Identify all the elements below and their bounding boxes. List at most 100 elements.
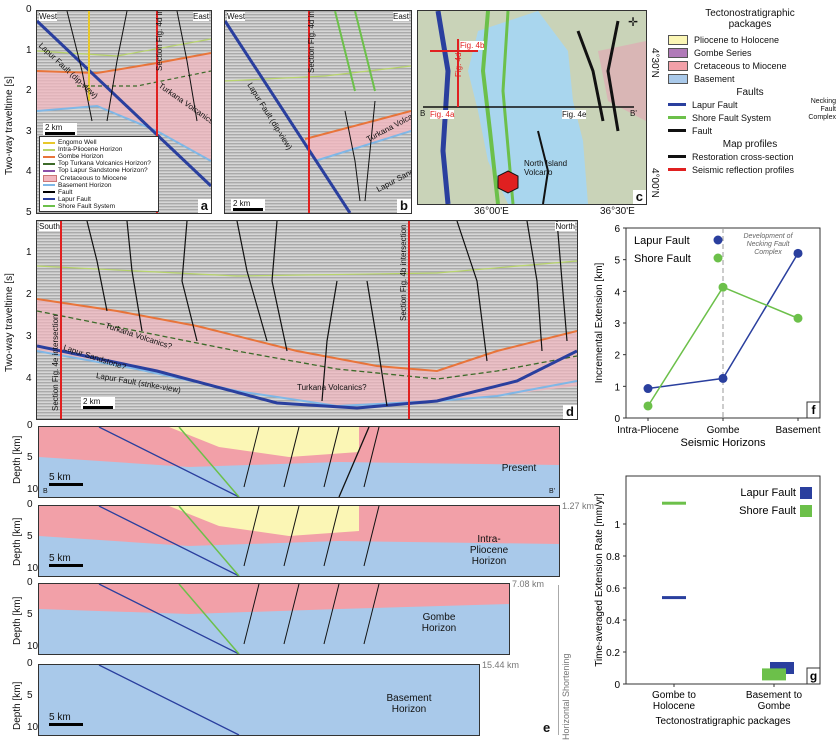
chart-f-xtick-label: Intra-Pliocene [617,425,679,436]
panel-e-letter: e [540,720,554,735]
panel-e-b: B [43,488,48,495]
panel-d-ytick: 1 [26,247,32,258]
legend-package-label: Pliocene to Holocene [694,34,780,45]
legend-package-row: Basement [664,72,836,85]
legend-package-swatch [668,47,688,58]
chart-f-xlabel: Seismic Horizons [681,437,766,449]
chart-g-ytick-label: 0 [614,680,620,691]
legend-a-row: Top Turkana Volcanics Horizon? [43,160,151,167]
panel-e-shortening: 1.27 km [562,501,595,511]
legend-profile-label: Restoration cross-section [692,151,794,162]
panel-a-letter: a [197,199,211,213]
panel-e-lapur-fault [98,584,240,654]
panel-e-ytick: 10 [27,641,39,652]
panel-e-scale-label: 5 km [49,472,71,483]
panel-b-west: West [227,12,246,21]
panel-a-ytick: 5 [26,206,32,218]
chart-g-letter: g [810,669,817,683]
panel-e-fault [323,584,340,645]
legend-a-swatch [43,205,55,208]
legend-package-row: Pliocene to Holocene [664,33,836,46]
chart-f-legend-marker [713,235,723,245]
panel-a: Two-way traveltime [s] West East Section… [0,0,222,222]
panel-e-fault [363,506,380,567]
panel-e-ytick: 5 [27,609,33,620]
panel-c-b: B [420,109,426,118]
chart-g-point [662,596,686,600]
chart-f-ylabel: Incremental Extension [km] [594,262,605,383]
panel-e-fault [323,506,340,567]
panel-e-ytick: 5 [27,452,33,463]
panel-b-scale-bar [233,208,263,211]
panel-e-ytick: 0 [27,658,33,669]
chart-g-legend-marker [800,505,812,517]
panel-a-ytick: 1 [26,44,32,56]
chart-f-point [793,248,803,258]
panel-e-stage-label: Gombe Horizon [421,612,457,634]
chart-f-letter-bg [806,401,821,419]
panel-e-stage-label: Present [501,463,537,474]
panel-a-east: East [192,12,209,21]
panel-d-ytick: 4 [26,373,32,384]
panel-a-section: Section Fig. 4d intersection [155,10,164,71]
legend-fault-swatch [668,103,686,106]
legend-a-swatch [43,184,55,187]
panel-a-scale-bar [45,132,75,135]
chart-f-point [718,373,728,383]
panel-e-ylabel-2: Depth [km] [12,517,23,566]
panel-c-letter: c [632,190,646,204]
legend-a-row: Shore Fault System [43,203,115,210]
panel-e-shore-fault [178,584,240,654]
legend-profile-label: Seismic reflection profiles [692,164,795,175]
panel-e-fault [323,427,340,488]
legend-a-swatch [43,162,55,165]
legend-fault-row: Shore Fault System [664,111,836,124]
chart-f-xtick-label: Gombe [707,425,740,436]
panel-c-fig4a: Fig. 4a [430,110,455,119]
legend-a-swatch [43,174,57,182]
panel-e-shortening: 15.44 km [482,660,520,670]
panel-d-scale-bar [83,406,113,409]
chart-f-letter: f [812,403,817,417]
panel-d-scale: 2 km [81,397,115,409]
chart-g-xlabel: Tectonostratigraphic packages [655,716,790,727]
legend-a-row: Fault [43,189,72,196]
panel-e-ytick: 10 [27,484,39,495]
chart-f-legend-marker [713,253,723,263]
legend-profile-swatch [668,168,686,171]
panel-e-fault [283,584,300,645]
legend-fault-row: Fault [664,124,836,137]
legend-a-row: Engomo Well [43,139,97,146]
legend-a-swatch [43,198,55,201]
chart-f-ytick-label: 6 [614,224,620,235]
panel-b-east: East [392,12,409,21]
panel-b-scale-label: 2 km [233,199,251,208]
panel-e-scale-bar [49,564,83,567]
legend-a-label: Gombe Horizon [58,153,104,161]
legend-a-swatch [43,148,55,151]
legend-fault-label: Lapur Fault [692,99,738,110]
panel-c-lon1: 36°00'E [474,206,509,217]
chart-f-ytick-label: 2 [614,351,620,362]
legend-a-row: Top Lapur Sandstone Horizon? [43,167,148,174]
legend-package-label: Gombe Series [694,47,752,58]
panel-e-stage-label: Basement Horizon [386,693,432,715]
chart-f-ytick-label: 4 [614,287,620,298]
legend-fault-swatch [668,129,686,132]
panel-c-fig4d: Fig. 4d [454,52,463,77]
legend-package-row: Cretaceous to Miocene [664,59,836,72]
panel-e-stage-svg [39,506,559,576]
panel-b-letter: b [397,199,411,213]
legend-profile-row: Seismic reflection profiles [664,163,836,176]
chart-g-legend-label: Lapur Fault [740,487,796,499]
panel-e-lapur-fault [98,665,240,735]
legend-a-label: Engomo Well [58,139,97,146]
panel-d-north: North [555,222,575,231]
legend-a-label: Fault [58,188,73,196]
